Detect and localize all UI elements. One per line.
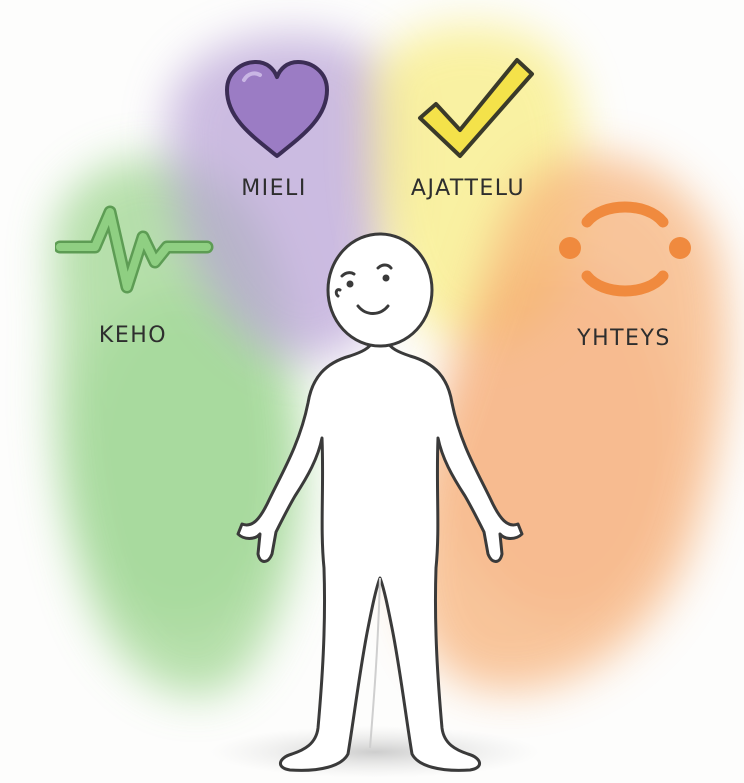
connection-circle-icon — [555, 190, 695, 310]
label-yhteys: YHTEYS — [577, 326, 671, 351]
checkmark-icon — [412, 50, 537, 165]
heartbeat-icon — [55, 192, 215, 302]
person-figure — [230, 228, 530, 773]
label-mieli: MIELI — [241, 176, 307, 201]
heart-icon — [222, 58, 332, 163]
label-ajattelu: AJATTELU — [411, 176, 525, 201]
label-keho: KEHO — [99, 323, 167, 348]
